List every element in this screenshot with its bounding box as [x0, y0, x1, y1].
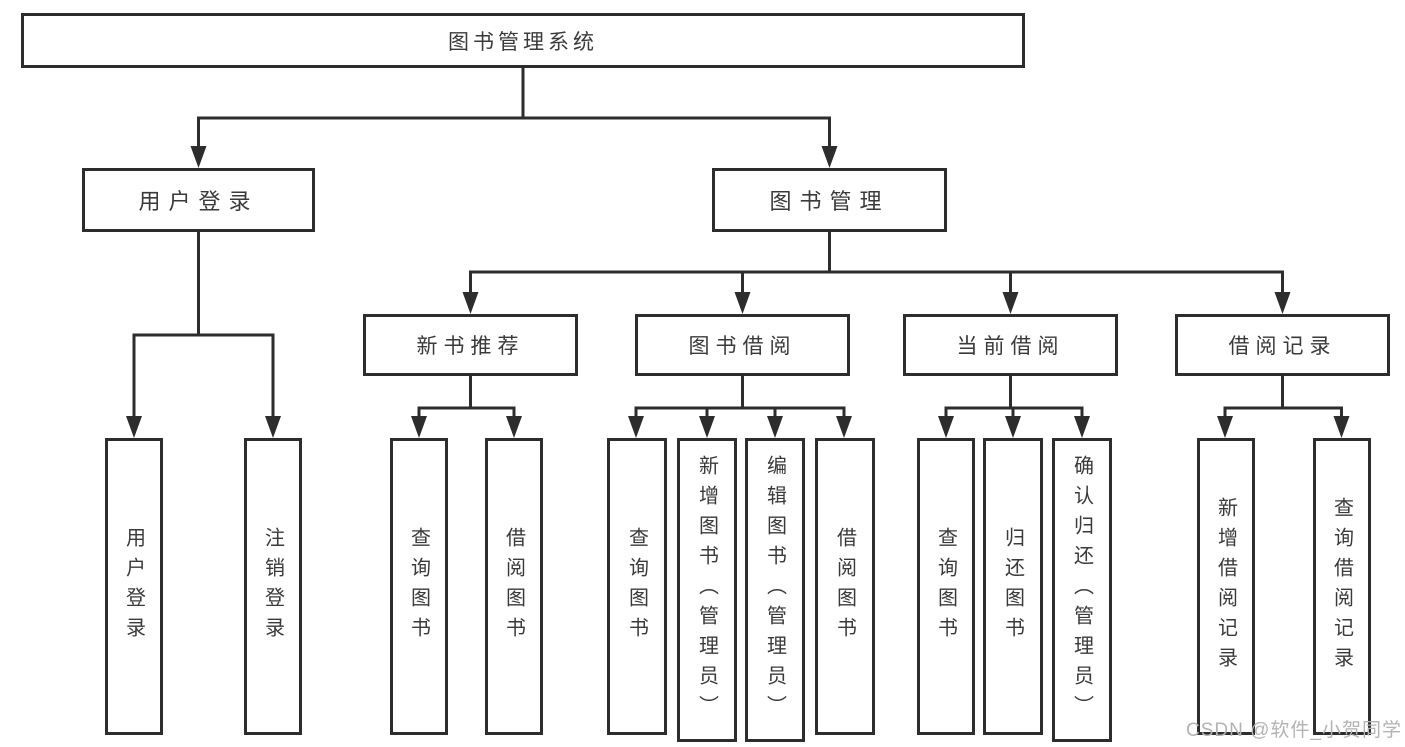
- leaf-nbr-borrow-books: 借阅图书: [485, 438, 543, 735]
- leaf-bb-borrow-books: 借阅图书: [815, 438, 875, 735]
- arrowhead: [411, 416, 427, 438]
- connector-userlogin-to-leaves: [132, 232, 275, 420]
- arrowhead: [1274, 292, 1291, 314]
- connector-root-to-level2: [197, 68, 831, 150]
- leaf-bb-query-books: 查询图书: [607, 438, 667, 735]
- leaf-br-add-record: 新增借阅记录: [1197, 438, 1255, 735]
- connector-currentborrow-to-leaves: [944, 376, 1084, 420]
- arrowhead: [265, 416, 281, 438]
- leaf-cb-confirm-return-admin: 确认归还（管理员）: [1052, 438, 1112, 742]
- arrowhead: [126, 416, 142, 438]
- leaf-nbr-query-books: 查询图书: [390, 438, 448, 735]
- arrowhead: [190, 146, 207, 168]
- leaf-br-query-record: 查询借阅记录: [1313, 438, 1371, 735]
- arrowhead: [506, 416, 522, 438]
- arrowhead: [1005, 416, 1021, 438]
- leaf-cb-query-books: 查询图书: [917, 438, 975, 735]
- node-borrowing-records: 借阅记录: [1175, 314, 1390, 376]
- arrowhead: [821, 146, 838, 168]
- arrowhead: [836, 416, 852, 438]
- connector-newbook-to-leaves: [417, 376, 516, 420]
- arrowhead: [1333, 416, 1350, 438]
- arrowhead: [1074, 416, 1090, 438]
- arrowhead: [767, 416, 783, 438]
- node-current-borrowing: 当前借阅: [903, 314, 1118, 376]
- arrowhead: [699, 416, 715, 438]
- connector-bookmgmt-to-level3: [469, 232, 1284, 296]
- arrowhead: [462, 292, 479, 314]
- node-book-borrowing: 图书借阅: [635, 314, 850, 376]
- node-new-book-recommendation: 新书推荐: [363, 314, 578, 376]
- watermark-csdn: CSDN @软件_小贺同学: [1186, 720, 1402, 741]
- arrowhead: [734, 292, 751, 314]
- leaf-cb-return-books: 归还图书: [983, 438, 1043, 735]
- arrowhead: [938, 416, 954, 438]
- node-book-management: 图书管理: [712, 168, 947, 232]
- arrowhead: [628, 416, 644, 438]
- leaf-logout: 注销登录: [244, 438, 302, 735]
- connector-records-to-leaves: [1223, 376, 1343, 420]
- node-library-management-system: 图书管理系统: [21, 13, 1025, 68]
- leaf-bb-edit-book-admin: 编辑图书（管理员）: [745, 438, 805, 742]
- arrowhead: [1002, 292, 1019, 314]
- connector-bookborrow-to-leaves: [634, 376, 846, 420]
- leaf-user-login: 用户登录: [105, 438, 163, 735]
- arrowhead: [1217, 416, 1233, 438]
- node-user-login: 用户登录: [82, 168, 315, 232]
- leaf-bb-add-book-admin: 新增图书（管理员）: [677, 438, 737, 742]
